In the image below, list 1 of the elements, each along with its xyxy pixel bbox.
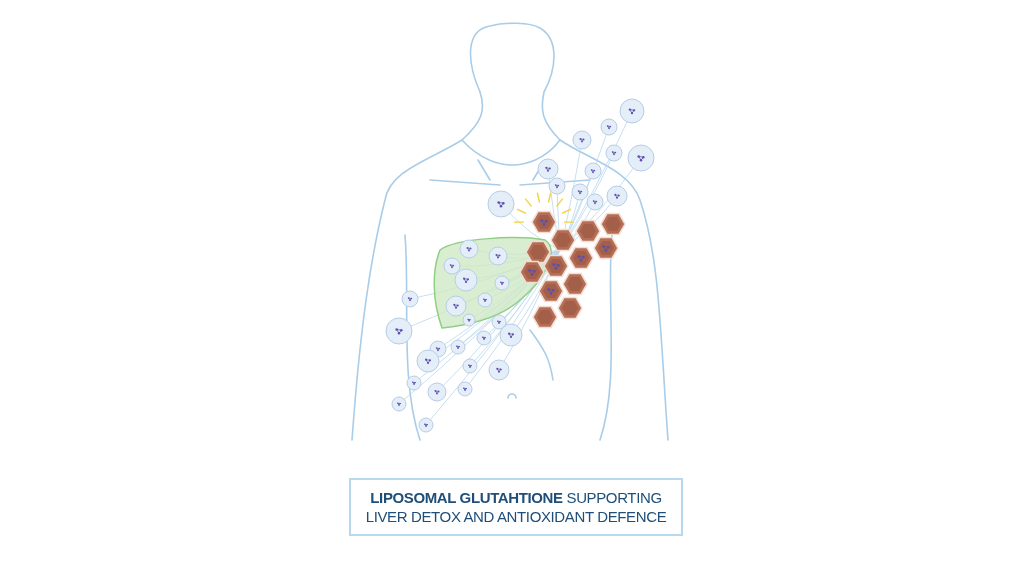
caption-box: LIPOSOMAL GLUTAHTIONE SUPPORTING LIVER DETOX AND ANTIOXIDANT DEFENCE [349,478,683,536]
